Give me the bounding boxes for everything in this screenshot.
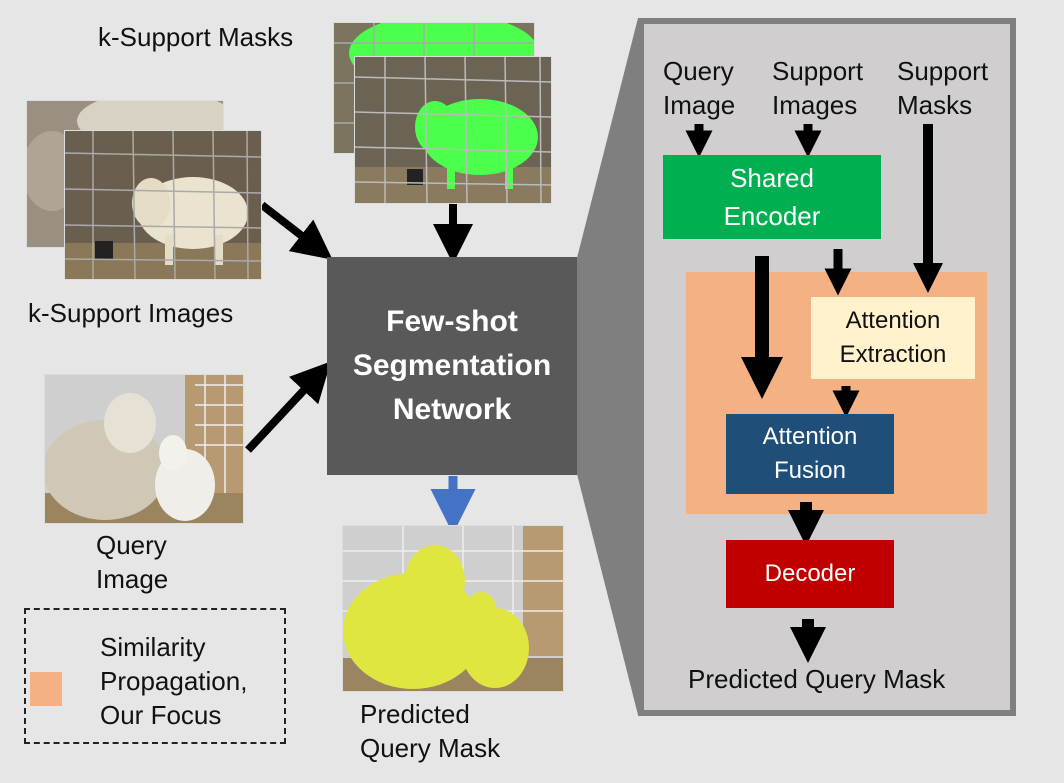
support-image-front — [64, 130, 262, 280]
legend-text: Similarity Propagation, Our Focus — [100, 632, 248, 730]
input-support-masks: Support Masks — [897, 56, 989, 120]
predicted-mask-image — [342, 525, 564, 692]
legend-swatch — [30, 672, 62, 706]
predicted-label: Predicted Query Mask — [360, 699, 501, 763]
few-shot-network-box: Few-shot Segmentation Network — [327, 257, 577, 475]
query-image — [44, 374, 244, 524]
attention-extraction-label: Attention Extraction — [839, 307, 947, 368]
query-image-label: Query Image — [96, 530, 169, 594]
arrow-support-images-to-network — [259, 201, 333, 260]
input-support-images: Support Images — [772, 56, 864, 120]
decoder-box: Decoder — [726, 540, 894, 608]
support-images-label: k-Support Images — [28, 298, 234, 328]
network-label: Few-shot Segmentation Network — [352, 305, 552, 426]
shared-encoder-label: Shared Encoder — [723, 163, 821, 231]
input-query-image: Query Image — [663, 56, 736, 120]
shared-encoder-box: Shared Encoder — [663, 155, 881, 239]
zoom-funnel — [577, 18, 638, 715]
attention-extraction-box: Attention Extraction — [811, 297, 975, 379]
attention-fusion-label: Attention Fusion — [762, 423, 858, 484]
support-masks-label: k-Support Masks — [98, 22, 294, 52]
decoder-label: Decoder — [764, 560, 856, 587]
output-label: Predicted Query Mask — [688, 664, 946, 694]
arrow-query-to-network — [245, 361, 331, 453]
support-mask-front — [354, 56, 552, 204]
attention-fusion-box: Attention Fusion — [726, 414, 894, 494]
legend-box — [24, 608, 286, 744]
